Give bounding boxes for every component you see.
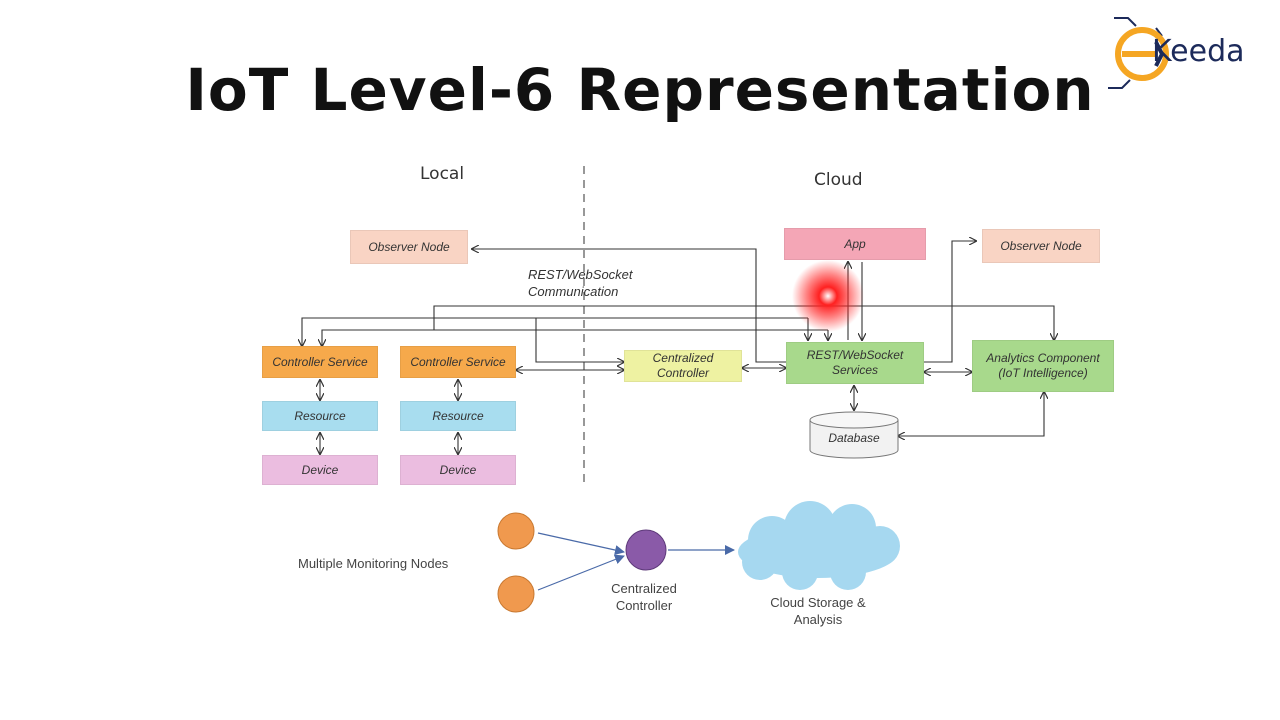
cloud-shape	[738, 501, 900, 590]
database-label: Database	[828, 430, 880, 445]
logo-text: Keeda	[1152, 34, 1245, 69]
arrow-rest-to-observer-right	[924, 241, 976, 363]
local-section-label: Local	[420, 164, 465, 184]
device-1: Device	[262, 455, 378, 485]
rest-communication-label: REST/WebSocket Communication	[528, 267, 633, 299]
app-box: App	[784, 228, 926, 260]
centralized-controller-label: Centralized Controller	[611, 581, 677, 613]
arrow-to-analytics	[433, 305, 1054, 340]
monitor-node-1	[497, 512, 535, 550]
resource-2: Resource	[400, 401, 516, 431]
laser-pointer	[792, 260, 864, 332]
cloud-storage-label: Cloud Storage & Analysis	[770, 595, 866, 627]
central-controller-node	[625, 529, 667, 571]
controller-service-2: Controller Service	[400, 346, 516, 378]
arrow-bus-to-controller-1	[302, 317, 808, 346]
arrow-db-analytics	[898, 392, 1044, 436]
cloud-section-label: Cloud	[814, 170, 863, 190]
ekeeda-logo	[1108, 17, 1169, 89]
observer-node-right: Observer Node	[982, 229, 1100, 263]
rest-websocket-services: REST/WebSocket Services	[786, 342, 924, 384]
observer-node-left: Observer Node	[350, 230, 468, 264]
arrow-controller1-to-central	[535, 318, 624, 362]
centralized-controller-box: Centralized Controller	[624, 350, 742, 382]
monitoring-nodes-label: Multiple Monitoring Nodes	[298, 556, 449, 571]
controller-service-1: Controller Service	[262, 346, 378, 378]
resource-1: Resource	[262, 401, 378, 431]
analytics-component: Analytics Component (IoT Intelligence)	[972, 340, 1114, 392]
arrow-bus-to-controller-2	[322, 329, 828, 346]
arrow-node2-central	[537, 554, 625, 591]
slide-title: IoT Level-6 Representation	[185, 56, 1095, 124]
database-cylinder	[809, 411, 899, 459]
arrow-node1-central	[537, 532, 625, 555]
device-2: Device	[400, 455, 516, 485]
monitor-node-2	[497, 575, 535, 613]
